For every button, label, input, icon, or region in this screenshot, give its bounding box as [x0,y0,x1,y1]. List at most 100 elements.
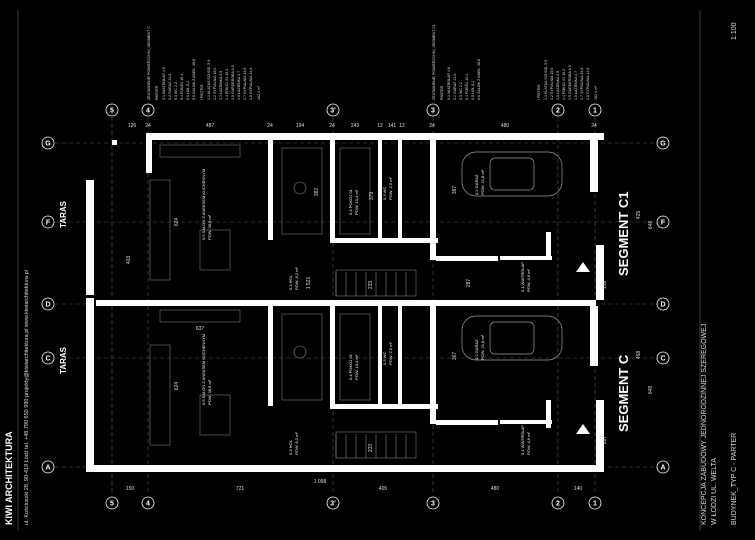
axis-label: 1 [593,501,597,508]
dimensions-top: 126 24 487 24 194 24 243 12 141 12 24 48… [128,123,597,129]
axis-bubble: C [41,351,55,365]
axis-label: 5 [110,108,114,115]
dimension: 721 [236,486,245,492]
dimensions-interior: 624 403 624 382 379 387 233 233 1 521 63… [126,186,472,453]
axis-label: 4 [146,108,150,115]
table-row: 0.3 WC 2,2 [459,82,463,100]
room-label: 0.3 HOL [288,439,293,455]
dimensions-bottom: 150 721 1 098 405 480 140 [126,479,583,492]
project-location: W ŁODZI UL. WELTA [711,458,718,525]
title-block: KONCEPCJA ZABUDOWY JEDNORODZINNEJ SZEREG… [4,10,738,530]
dimension: 624 [174,218,180,227]
table-sum: 162,4 m² [594,85,598,100]
room-label: 0.4 POKÓJ 01 [348,188,353,215]
axis-bubbles: 5 4 3' 3 2 1 5 4 3' 3 2 1 G F D C A G F … [41,103,670,510]
axis-label: D [660,302,665,309]
table-section: PARTER [440,85,444,100]
room-area: POW. 38,8 m² [207,379,212,405]
dimension: 233 [368,444,374,453]
area-table-c: ZESTAWIENIE POWIERZCHNI_SEGMENT C PARTER… [147,26,261,100]
project-title: KONCEPCJA ZABUDOWY JEDNORODZINNEJ SZEREG… [701,324,708,525]
table-row: 1.7 SYPIALNIA 13,8 [243,68,247,100]
table-row: 0.6 SALON Z ANEK. 38,8 [192,59,196,100]
axis-label: 3 [431,501,435,508]
table-row: 1.4 POKÓJ 01 10,2 [224,69,229,100]
rooms-upper: 0.5 SALON Z ANEKSEM KUCHENNYM POW. 38,8 … [201,169,531,292]
sheet-title: BUDYNEK_TYP C - PARTER [731,433,738,525]
table-row: 0.5 HOL 8,2 [186,81,190,100]
brand-logo: KIWI ARCHITEKTURA [4,431,14,525]
table-row: 1.2 SYPIALNIA 15,0 [213,68,217,100]
axis-bubble: F [41,215,55,229]
table-row: 0.1 WIATROŁAP 4,5 [162,67,166,100]
axis-bubble: 4 [141,103,155,117]
dimension: 150 [126,486,135,492]
dimension: 624 [174,382,180,391]
room-label: 0.1 WIATROŁAP [520,425,525,455]
axis-bubble: G [656,136,670,150]
table-row: 0.6 SALON Z ANEK. 38,8 [477,59,481,100]
walls [86,133,604,472]
axis-label: 4 [146,501,150,508]
table-row: 1.2 SYPIALNIA 15,0 [550,68,554,100]
table-row: 0.3 WC 2,2 [174,82,178,100]
axis-bubble: 1 [588,103,602,117]
stairs [335,272,407,458]
dimension: 379 [369,192,375,201]
table-row: 0.1 WIATROŁAP 4,6 [447,67,451,100]
segment-label-c: SEGMENT C [616,354,631,432]
dimension: 387 [452,186,458,195]
axis-bubble: 3' [326,496,340,510]
dimension: 405 [379,486,388,492]
dimension: 425 [636,211,642,220]
room-area: POW. 8,2 m² [294,266,299,290]
terrace-label: TARAS [59,346,68,374]
table-row: 0.4 POKÓJ 10,4 [464,74,469,100]
axis-label: A [45,465,50,472]
axis-label: 3 [431,108,435,115]
dimension: 243 [351,123,360,129]
axis-bubble: 5 [105,103,119,117]
axis-label: F [46,220,51,227]
room-area: POW. 10,4 m² [354,189,359,215]
table-row: 1.6 ŁAZIENKA 4,7 [237,71,241,100]
dimension: 458 [636,351,642,360]
room-label: 0.3 HOL [288,274,293,290]
room-label: 0.5 SALON Z ANEKSEM KUCHENNYM [201,169,206,240]
dimension: 382 [314,188,320,197]
axis-bubble: D [41,297,55,311]
room-label: 0.3 WC [382,352,387,365]
table-row: 1.7 SYPIALNIA 13,8 [580,68,584,100]
segment-label-c1: SEGMENT C1 [616,191,631,276]
dimension: 367 [452,352,458,361]
entry-arrow-icon [576,262,590,272]
room-area: POW. 10,4 m² [354,354,359,380]
room-label: 0.5 SALON Z ANEKSEM KUCHENNYM [201,334,206,405]
dimension: 233 [368,281,374,290]
table-title: ZESTAWIENIE POWIERZCHNI_SEGMENT C [147,26,151,100]
entry-arrow-icon [576,424,590,434]
axis-bubble: 3' [326,103,340,117]
axis-bubble: 2 [551,496,565,510]
table-row: 0.4 POKÓJ 10,4 [179,74,184,100]
car-icon [461,315,563,361]
room-label: 0.2 GARAŻ [474,339,479,360]
area-table-c1: ZESTAWIENIE POWIERZCHNI_SEGMENT C1 PARTE… [432,24,598,100]
table-row: 0.5 HOL 8,2 [471,81,475,100]
axis-bubble: 3 [426,496,440,510]
table-row: 1.3 ŁAZIENKA 3,9 [219,71,223,100]
axis-label: 3' [330,108,336,115]
table-row: 1.8 SYPIALNIA 14,8 [249,68,253,100]
dimension: 648 [648,221,654,230]
axis-bubble: 2 [551,103,565,117]
axis-label: F [661,220,666,227]
axis-label: 5 [110,501,114,508]
axis-bubble: 5 [105,496,119,510]
table-row: 1.1 KLATKA SCHOD. 5,9 [544,60,548,100]
entry-arrows [576,262,590,434]
dimension: 24 [591,123,597,129]
dimension: 24 [145,123,151,129]
room-area: POW. 2,2 m² [388,176,393,200]
dimension: 159 [602,281,608,290]
